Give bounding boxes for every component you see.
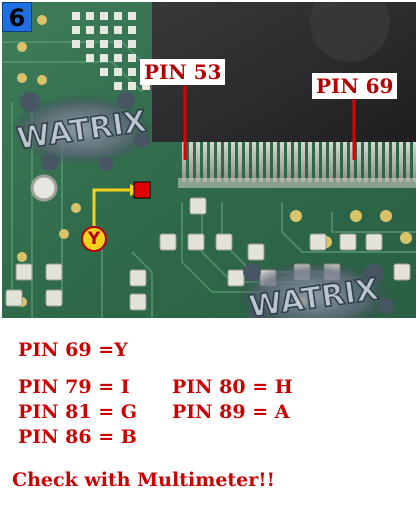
legend-pin86: PIN 86 = B <box>18 426 137 448</box>
step-number-badge: 6 <box>2 2 32 32</box>
legend-pin69: PIN 69 =Y <box>18 339 128 361</box>
legend-pin80: PIN 80 = H <box>172 376 293 398</box>
watermark-bottom: WATRIX <box>236 260 394 318</box>
legend-pin81: PIN 81 = G <box>18 401 137 423</box>
legend-pin89: PIN 89 = A <box>172 401 290 423</box>
solder-row <box>178 178 416 188</box>
legend-pin79: PIN 79 = I <box>18 376 130 398</box>
multimeter-note: Check with Multimeter!! <box>12 469 275 491</box>
pcb-illustration: WATRIX WATRIX <box>2 2 416 318</box>
pin69-label: PIN 69 <box>312 73 398 99</box>
pcb-pad-grid <box>72 12 150 90</box>
test-point-square <box>133 181 151 199</box>
qfp-chip-pins <box>182 142 416 182</box>
y-marker-icon: Y <box>81 226 107 252</box>
pcb-photo: WATRIX WATRIX 6 PIN 53 PIN 69 Y <box>2 2 416 318</box>
pin53-label: PIN 53 <box>140 59 226 85</box>
watermark-top: WATRIX <box>10 91 154 171</box>
pcb-vias <box>15 11 412 307</box>
y-marker-line <box>92 188 130 226</box>
